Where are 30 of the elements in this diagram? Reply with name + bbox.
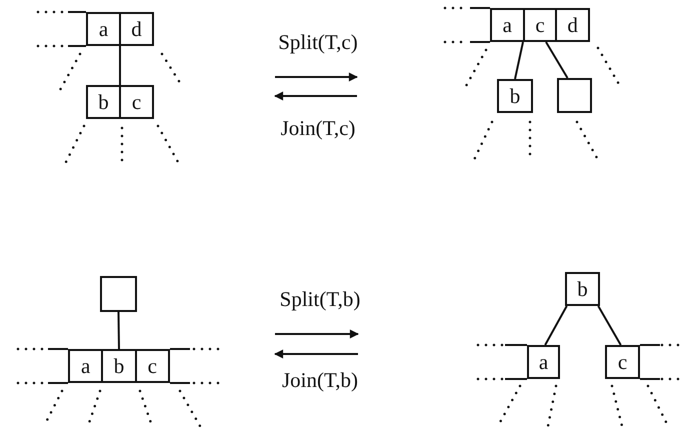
operation-label: Join(T,c) — [280, 116, 356, 141]
node-key: c — [136, 351, 168, 381]
node-key: b — [567, 274, 598, 304]
tree-link — [514, 42, 524, 80]
node-key: d — [121, 14, 152, 44]
node-key: b — [103, 351, 137, 381]
node-key: a — [70, 351, 104, 381]
node-key: b — [499, 81, 531, 111]
node-key: d — [557, 10, 588, 40]
empty-node — [557, 78, 592, 113]
node-key: c — [121, 87, 152, 117]
node-key: c — [607, 347, 638, 377]
operation-label: Split(T,b) — [280, 287, 360, 312]
tree-link — [597, 306, 622, 346]
node-key: c — [524, 10, 558, 40]
empty-node — [100, 276, 137, 312]
tree-node — [86, 85, 154, 119]
tree-node — [86, 12, 154, 46]
node-key: a — [492, 10, 525, 40]
tree-node — [490, 8, 590, 42]
tree-link — [119, 46, 121, 85]
operation-label: Join(T,b) — [282, 368, 358, 393]
tree-link — [544, 306, 568, 346]
operation-label: Split(T,c) — [278, 30, 358, 55]
tree-link — [545, 41, 568, 79]
node-key: a — [529, 347, 558, 377]
tree-node — [68, 349, 170, 383]
node-key: b — [88, 87, 121, 117]
tree-link — [118, 312, 120, 350]
node-key: a — [88, 14, 121, 44]
